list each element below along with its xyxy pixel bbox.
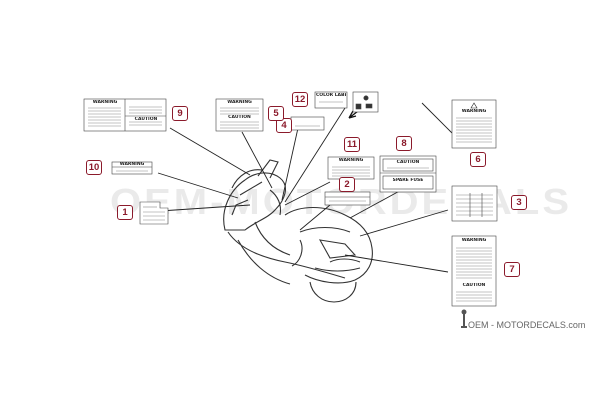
callout-6: 6 — [470, 152, 486, 167]
callout-9: 9 — [172, 106, 188, 121]
label-7-caution-header: CAUTION — [462, 283, 486, 288]
footer-watermark: OEM - MOTORDECALS.com — [468, 320, 586, 330]
label-11-header: WARNING — [338, 158, 364, 163]
callout-5: 5 — [268, 106, 284, 121]
label-9-caution-header: CAUTION — [134, 117, 158, 122]
callout-11: 11 — [344, 137, 360, 152]
label-8-fuse-header: SPARE FUSE — [392, 178, 424, 183]
label-5-header: WARNING — [227, 100, 252, 105]
callout-2: 2 — [339, 177, 355, 192]
label-9-header: WARNING — [92, 100, 118, 105]
callout-7: 7 — [504, 262, 520, 277]
label-panel-2 — [324, 191, 371, 206]
label-panel-6 — [451, 99, 497, 149]
callout-8: 8 — [396, 136, 412, 151]
label-12-header: COLOR LABEL — [316, 93, 346, 98]
label-panel-12 — [314, 91, 379, 113]
label-panel-5 — [215, 98, 264, 132]
callout-12: 12 — [292, 92, 308, 107]
label-panel-4 — [290, 116, 325, 131]
label-10-header: WARNING — [119, 162, 145, 167]
oem-logo-icon — [461, 309, 467, 328]
callout-10: 10 — [86, 160, 102, 175]
label-6-header: WARNING — [461, 109, 487, 114]
label-panel-7 — [451, 235, 497, 307]
label-panel-1 — [139, 201, 169, 225]
callout-1: 1 — [117, 205, 133, 220]
label-panel-3 — [451, 185, 498, 222]
motorcycle-outline — [223, 159, 373, 303]
label-panel-9 — [83, 98, 167, 132]
label-5-caution-header: CAUTION — [228, 115, 251, 120]
label-panel-8 — [379, 155, 437, 193]
callout-3: 3 — [511, 195, 527, 210]
label-8-caution-header: CAUTION — [396, 160, 420, 165]
callout-4: 4 — [276, 118, 292, 133]
label-panel-10 — [111, 161, 153, 175]
label-7-header: WARNING — [461, 238, 487, 243]
